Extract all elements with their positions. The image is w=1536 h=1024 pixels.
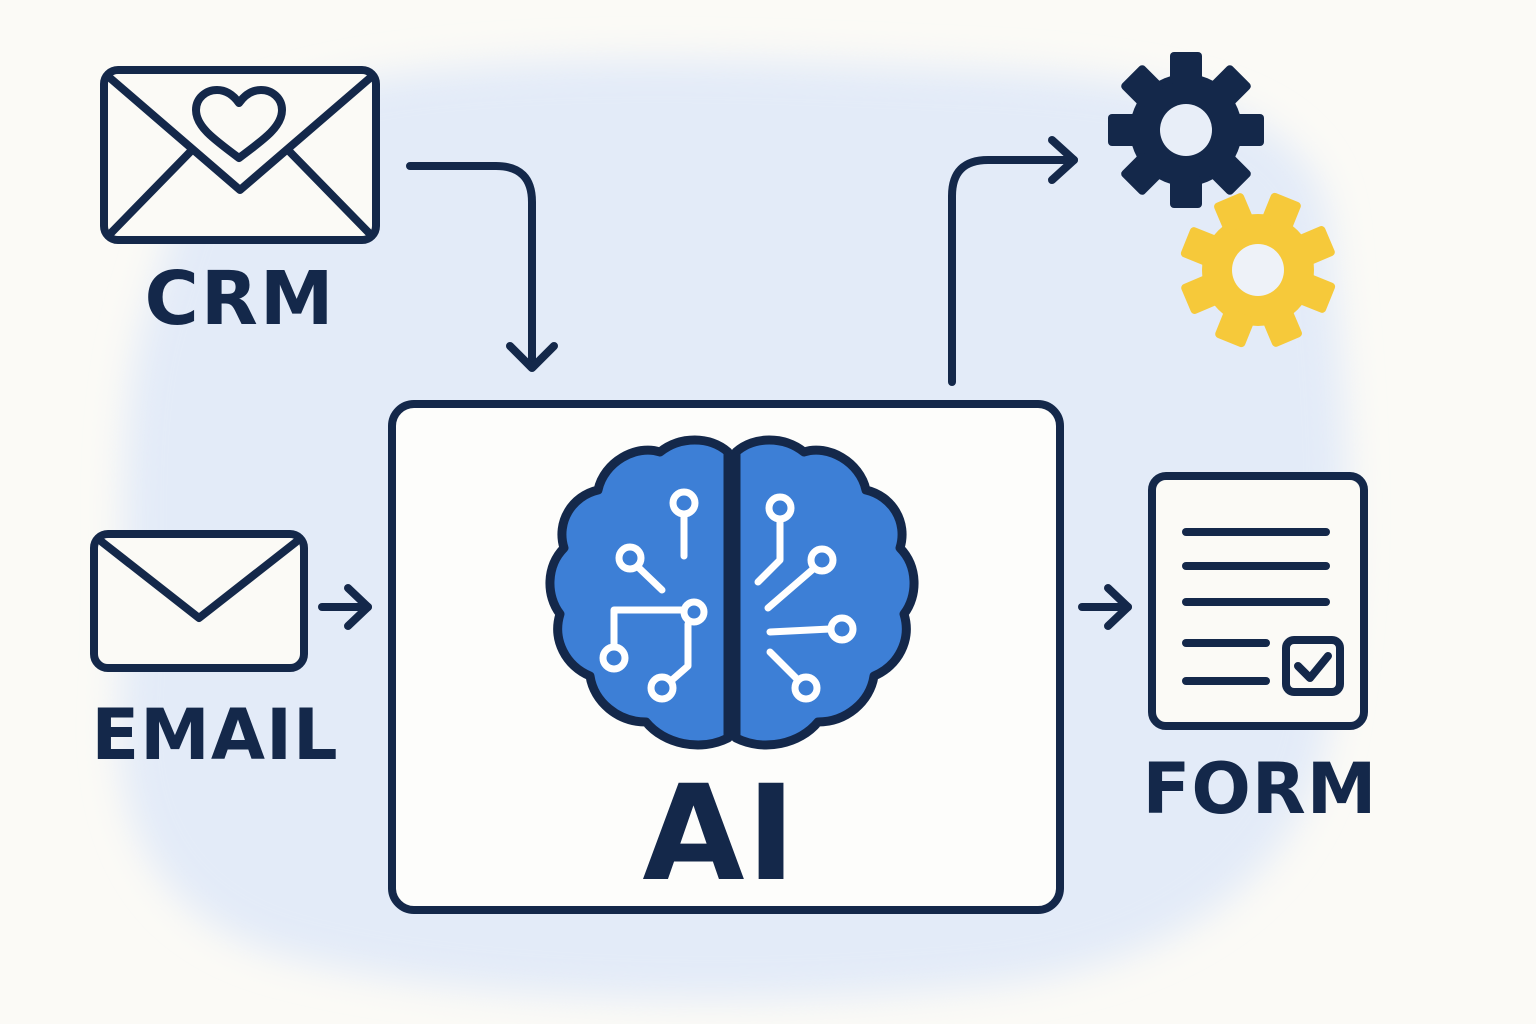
crm-to-ai-arrow [406,162,558,372]
brain-circuit-icon [545,435,919,750]
dark-gear-icon [1108,52,1264,208]
form-document-icon [1148,472,1368,730]
crm-label: CRM [144,256,336,342]
form-label: FORM [1142,748,1378,830]
ai-label: AI [642,757,798,911]
email-to-ai-arrow [318,584,372,630]
brain-circuits [599,488,857,703]
email-label: EMAIL [91,694,339,776]
gears-icon [1108,52,1336,348]
crm-envelope-heart-icon [100,66,380,244]
checkmark-icon [1294,652,1332,682]
ai-to-form-arrow [1078,584,1132,630]
email-envelope-icon [90,530,308,672]
yellow-gear-icon [1180,192,1336,348]
ai-to-gears-arrow [948,136,1078,386]
